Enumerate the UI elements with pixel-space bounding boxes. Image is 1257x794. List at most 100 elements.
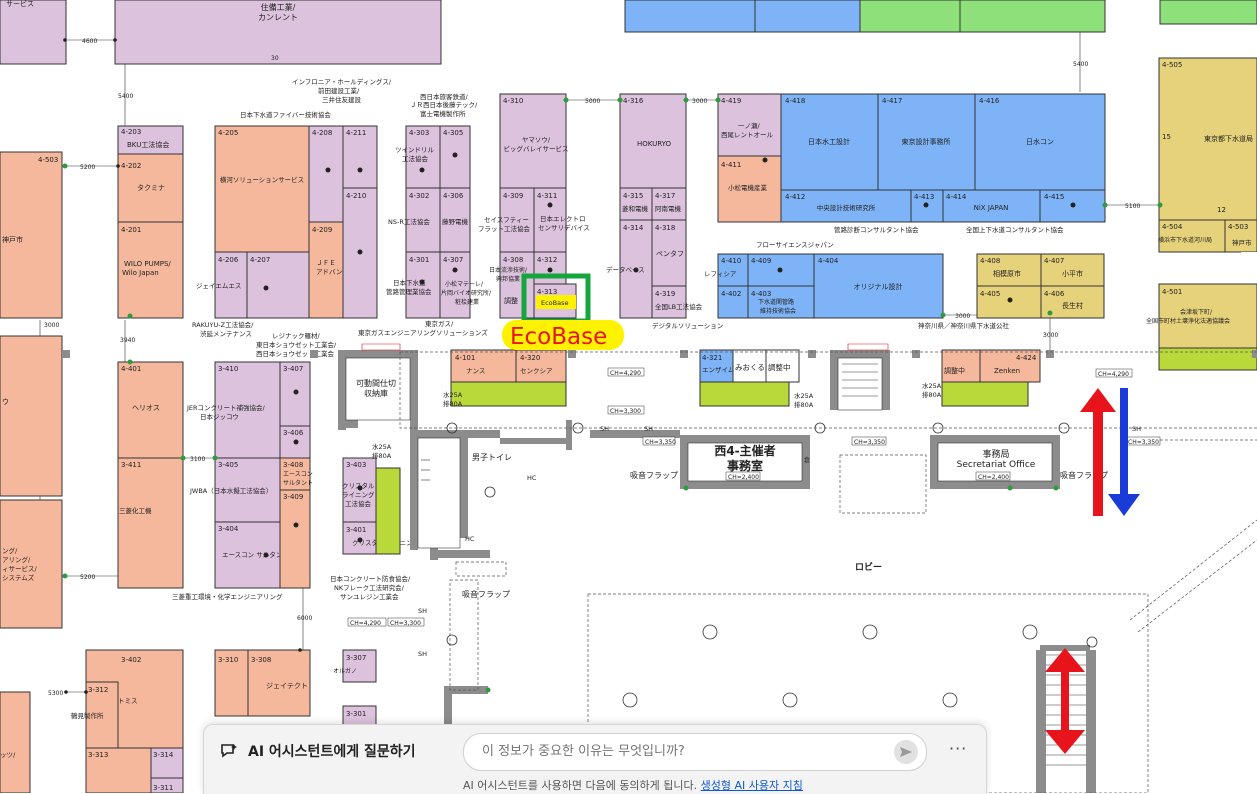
ai-question-input[interactable] bbox=[480, 743, 884, 760]
booth-code: 4-318 bbox=[655, 224, 675, 232]
booth-code: 3-403 bbox=[346, 461, 366, 469]
booth[interactable] bbox=[117, 361, 184, 459]
booth-code: 4-306 bbox=[443, 192, 464, 200]
booth[interactable] bbox=[114, 0, 442, 65]
ai-question-field[interactable] bbox=[463, 733, 927, 771]
send-button[interactable] bbox=[894, 740, 918, 764]
booth[interactable] bbox=[85, 747, 152, 793]
dimension-label: 3000 bbox=[44, 322, 59, 329]
booth[interactable] bbox=[279, 489, 311, 589]
booth[interactable] bbox=[214, 457, 281, 523]
booth-label: 工法協会 bbox=[345, 499, 372, 508]
exhibitor-label: 神奈川県／神奈川県下水道公社 bbox=[918, 321, 1010, 330]
booth[interactable] bbox=[624, 0, 756, 33]
booth[interactable] bbox=[717, 285, 749, 319]
booth-label: 日本流渉技術/ bbox=[489, 266, 528, 274]
hc-label: HC bbox=[527, 474, 537, 482]
room-label: 収納庫 bbox=[364, 388, 388, 398]
booth[interactable] bbox=[342, 125, 378, 189]
more-options-button[interactable]: ··· bbox=[949, 739, 968, 758]
booth[interactable] bbox=[941, 349, 981, 383]
booth[interactable] bbox=[877, 93, 976, 191]
booth[interactable] bbox=[405, 251, 441, 319]
booth[interactable] bbox=[717, 155, 782, 223]
booth-label: フラット工法協会 bbox=[478, 224, 531, 233]
exhibitor-label: ＪＲ西日本後藤テック/ bbox=[410, 100, 478, 109]
booth[interactable] bbox=[214, 125, 310, 253]
booth[interactable] bbox=[247, 649, 311, 717]
booth-code: 4-403 bbox=[751, 290, 771, 298]
booth[interactable] bbox=[780, 189, 912, 223]
booth[interactable] bbox=[308, 125, 344, 223]
booth-code: 3-407 bbox=[283, 365, 303, 373]
booth[interactable] bbox=[780, 93, 879, 191]
booth[interactable] bbox=[1224, 219, 1257, 253]
booth[interactable] bbox=[515, 349, 567, 383]
booth[interactable] bbox=[619, 93, 687, 189]
sh-label: SH bbox=[644, 425, 653, 433]
booth[interactable] bbox=[214, 649, 249, 717]
booth[interactable] bbox=[651, 285, 687, 319]
booth[interactable] bbox=[85, 681, 119, 749]
booth[interactable] bbox=[942, 189, 1041, 223]
booth[interactable] bbox=[0, 499, 63, 629]
booth[interactable] bbox=[747, 285, 815, 319]
booth[interactable] bbox=[499, 93, 567, 189]
booth[interactable] bbox=[732, 349, 767, 383]
booth-label: 一ノ瀬/ bbox=[738, 121, 761, 130]
booth-code: 4-210 bbox=[346, 192, 366, 200]
booth[interactable] bbox=[1040, 253, 1105, 287]
booth[interactable] bbox=[450, 349, 517, 383]
booth[interactable] bbox=[150, 777, 184, 793]
down-arrow-icon bbox=[1108, 388, 1140, 516]
booth-size: 12 bbox=[1217, 206, 1226, 214]
booth[interactable] bbox=[214, 521, 281, 589]
booth[interactable] bbox=[1158, 57, 1257, 221]
booth[interactable] bbox=[754, 0, 861, 33]
booth[interactable] bbox=[0, 691, 31, 793]
ai-guidelines-link[interactable]: 생성형 AI 사용자 지침 bbox=[700, 779, 803, 792]
booth-code: 4-209 bbox=[312, 226, 332, 234]
booth[interactable] bbox=[859, 0, 961, 33]
booth[interactable] bbox=[117, 221, 184, 319]
booth[interactable] bbox=[533, 187, 567, 253]
booth[interactable] bbox=[499, 187, 535, 253]
booth-label: データベース bbox=[606, 265, 645, 274]
booth-code: 4-408 bbox=[980, 257, 1000, 265]
booth[interactable] bbox=[0, 335, 63, 497]
exhibitor-label: レジナック羅材/ bbox=[272, 331, 321, 340]
dimension-label: 3000 bbox=[955, 313, 970, 320]
booth[interactable] bbox=[959, 0, 1106, 33]
sponsor-office-label: 事務室 bbox=[727, 458, 763, 473]
booth[interactable] bbox=[214, 361, 281, 459]
booth-extension bbox=[450, 381, 567, 407]
booth[interactable] bbox=[1158, 283, 1257, 349]
booth-code: 4-416 bbox=[979, 97, 1000, 105]
booth[interactable] bbox=[1159, 0, 1257, 25]
booth[interactable] bbox=[308, 221, 344, 319]
booth-code: 4-405 bbox=[980, 290, 1000, 298]
utility-label: 水25A bbox=[794, 391, 814, 400]
booth[interactable] bbox=[214, 251, 248, 319]
booth[interactable] bbox=[0, 151, 63, 319]
booth[interactable] bbox=[1158, 219, 1226, 253]
booth[interactable] bbox=[246, 251, 310, 319]
booth-blank bbox=[1241, 252, 1257, 266]
booth[interactable] bbox=[117, 457, 184, 589]
booth[interactable] bbox=[651, 219, 687, 287]
booth-code: 3-311 bbox=[153, 784, 173, 792]
booth[interactable] bbox=[279, 457, 311, 491]
booth[interactable] bbox=[0, 0, 67, 65]
booth[interactable] bbox=[342, 649, 377, 683]
booth[interactable] bbox=[279, 425, 311, 459]
booth[interactable] bbox=[976, 253, 1042, 287]
booth-label: 片岡バイオ研究所/ bbox=[441, 289, 492, 297]
booth[interactable] bbox=[765, 349, 800, 383]
booth[interactable] bbox=[439, 251, 471, 319]
booth[interactable] bbox=[150, 747, 184, 779]
booth[interactable] bbox=[979, 349, 1041, 383]
booth[interactable] bbox=[405, 125, 441, 189]
booth-label: 東京都下水道局 bbox=[1204, 134, 1253, 143]
booth-label: 小平市 bbox=[1062, 269, 1083, 278]
booth[interactable] bbox=[699, 349, 734, 383]
